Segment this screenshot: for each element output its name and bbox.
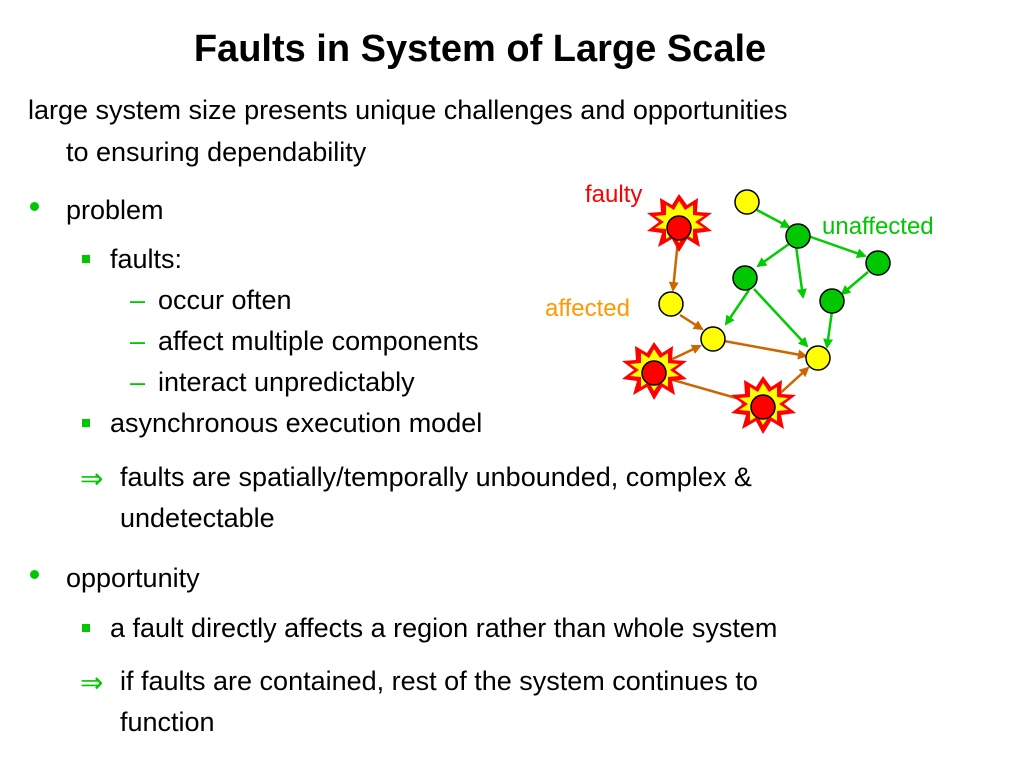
unaffected-label: unaffected [822, 213, 934, 240]
opportunity-implication-line-1: if faults are contained, rest of the sys… [120, 666, 758, 696]
affected-node-icon [658, 291, 684, 317]
edge [756, 242, 790, 268]
faulty-node-icon [641, 360, 667, 386]
affected-node-icon [700, 326, 726, 352]
fault-edges [663, 239, 810, 405]
affected-label: affected [545, 295, 630, 322]
edge [794, 245, 807, 299]
edge [723, 339, 808, 360]
fault-propagation-diagram: faulty unaffected affected [545, 181, 934, 434]
edge [679, 313, 704, 331]
dash-bullet: – [130, 285, 146, 315]
opportunity-heading: opportunity [66, 563, 200, 593]
unaffected-node-icon [865, 250, 891, 276]
faulty-label: faulty [585, 181, 642, 208]
problem-heading: problem [66, 195, 164, 225]
dash-bullet: – [130, 326, 146, 356]
opportunity-implication-line-2: function [120, 707, 215, 737]
faults-label: faults: [110, 244, 183, 274]
unaffected-node-icon [732, 265, 758, 291]
edge [840, 271, 869, 296]
implies-arrow-icon: ⇒ [80, 463, 104, 494]
edge [775, 366, 810, 398]
square-bullet-icon [82, 255, 90, 263]
affected-node-icon [734, 189, 760, 215]
edge [753, 288, 809, 348]
intro-line-1: large system size presents unique challe… [28, 95, 788, 125]
slide-title: Faults in System of Large Scale [193, 28, 767, 70]
bullet-dot-icon [30, 570, 39, 579]
bullet-dot-icon [30, 202, 39, 211]
unaffected-node-icon [819, 288, 845, 314]
fault-point-occur: occur often [158, 285, 292, 315]
edge [807, 234, 867, 259]
intro-line-2: to ensuring dependability [66, 137, 367, 167]
square-bullet-icon [82, 419, 90, 427]
edge [823, 310, 834, 349]
async-model-point: asynchronous execution model [110, 408, 483, 438]
problem-implication-line-2: undetectable [120, 503, 275, 533]
edge [756, 208, 791, 229]
square-bullet-icon [82, 624, 90, 632]
edge [724, 289, 751, 326]
dash-bullet: – [130, 367, 146, 397]
healthy-edges [724, 208, 869, 349]
implies-arrow-icon: ⇒ [80, 667, 104, 698]
affected-node-icon [805, 345, 831, 371]
faulty-node-icon [750, 394, 776, 420]
unaffected-node-icon [785, 223, 811, 249]
problem-implication-line-1: faults are spatially/temporally unbounde… [120, 462, 752, 492]
fault-point-interact: interact unpredictably [158, 367, 415, 397]
faulty-node-icon [666, 215, 692, 241]
fault-point-affect: affect multiple components [158, 326, 479, 356]
opportunity-point: a fault directly affects a region rather… [110, 613, 778, 643]
